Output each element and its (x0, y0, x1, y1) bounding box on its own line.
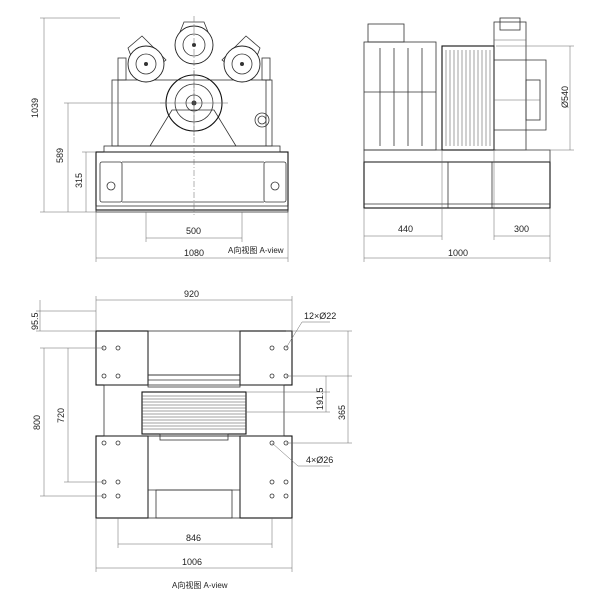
plan-view: 920 95.5 800 720 191.5 365 12×Ø22 4×Ø26 (30, 289, 352, 590)
side-dim-right-len: 300 (514, 224, 529, 234)
plan-dim-depth-365: 365 (337, 405, 347, 420)
side-base-frame (363, 161, 551, 209)
plan-dim-depth-800: 800 (32, 415, 42, 430)
side-dim-left-len: 440 (398, 224, 413, 234)
front-dim-width-bolts: 500 (186, 226, 201, 236)
plan-dim-width-846: 846 (186, 533, 201, 543)
plan-dim-depth-720: 720 (56, 408, 66, 423)
side-dim-total-len: 1000 (448, 248, 468, 258)
side-view: Ø540 440 300 1000 (363, 17, 574, 262)
front-dim-width-total: 1080 (184, 248, 204, 258)
plan-dim-width-top: 920 (184, 289, 199, 299)
plan-callout-bolts-bottom: 4×Ø26 (306, 455, 333, 465)
sheave-grooves (445, 50, 491, 146)
plan-callout-bolts-top: 12×Ø22 (304, 311, 336, 321)
plan-plate-bottom-left (95, 435, 149, 519)
plan-sheave (141, 391, 247, 435)
front-base-frame (95, 151, 289, 211)
plan-dim-mid-191: 191.5 (315, 387, 325, 410)
front-dim-height-shaft: 589 (55, 148, 65, 163)
plan-plate-bottom-right (239, 435, 293, 519)
front-dim-height-total: 1039 (30, 98, 40, 118)
plan-view-caption: A向视图 A-view (172, 580, 228, 590)
front-dim-height-base: 315 (74, 173, 84, 188)
plan-plate-top-left (95, 330, 149, 386)
front-view: 1039 589 315 500 1080 A向视图 A-view (30, 16, 289, 262)
front-view-caption: A向视图 A-view (228, 245, 284, 255)
plan-sheave-grooves (142, 395, 246, 430)
side-dim-sheave-dia: Ø540 (560, 86, 570, 108)
bolt-holes (101, 345, 289, 499)
plan-dim-top-offset: 95.5 (30, 312, 40, 330)
plan-dim-width-1006: 1006 (182, 557, 202, 567)
